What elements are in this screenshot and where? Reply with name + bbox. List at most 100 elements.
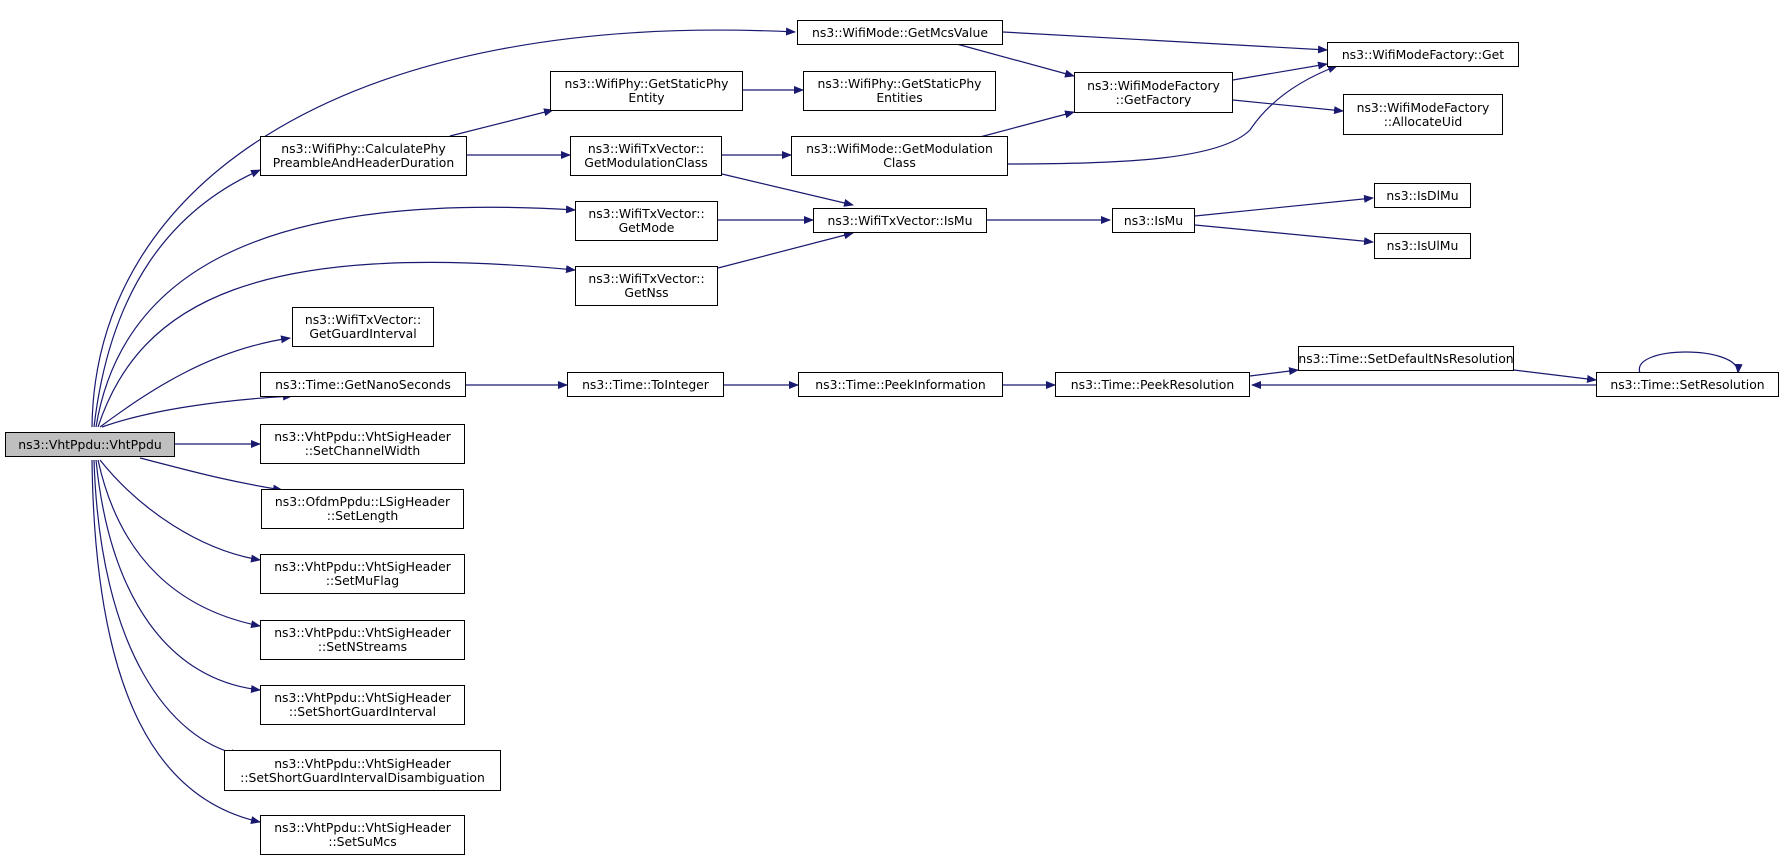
edge-root-getMcsValue xyxy=(91,27,796,428)
edge-modeGetModulationClass-modeFactoryGet xyxy=(1007,65,1338,165)
edge-peekResolution-setDefaultNsResolution xyxy=(1249,367,1299,377)
node-isDlMu[interactable]: ns3::IsDlMu xyxy=(1374,183,1471,208)
node-setShortGuardInterval[interactable]: ns3::VhtPpdu::VhtSigHeader ::SetShortGua… xyxy=(260,685,465,725)
node-lsigSetLength[interactable]: ns3::OfdmPpdu::LSigHeader ::SetLength xyxy=(261,489,464,529)
node-txGetMode[interactable]: ns3::WifiTxVector:: GetMode xyxy=(575,201,718,241)
node-setNStreams[interactable]: ns3::VhtPpdu::VhtSigHeader ::SetNStreams xyxy=(260,620,465,660)
node-modeFactoryGet[interactable]: ns3::WifiModeFactory::Get xyxy=(1327,42,1519,67)
node-txIsMu-line-1: ns3::WifiTxVector::IsMu xyxy=(827,212,973,228)
edge-root-getNanoSeconds xyxy=(101,392,293,428)
edge-calcPreamble-getStaticPhyEntity xyxy=(449,108,554,137)
edge-isMu-isUlMu xyxy=(1194,224,1374,246)
node-txGetMode-line-1: ns3::WifiTxVector:: xyxy=(588,206,705,221)
node-setNStreams-line-2: ::SetNStreams xyxy=(317,639,408,654)
node-txGetNss[interactable]: ns3::WifiTxVector:: GetNss xyxy=(575,266,718,306)
node-txIsMu[interactable]: ns3::WifiTxVector::IsMu xyxy=(813,208,987,233)
edge-isMu-isDlMu xyxy=(1194,194,1374,217)
node-getStaticPhyEntity[interactable]: ns3::WifiPhy::GetStaticPhy Entity xyxy=(550,71,743,111)
edge-root-lsigSetLength xyxy=(139,457,283,493)
node-getMcsValue[interactable]: ns3::WifiMode::GetMcsValue xyxy=(797,20,1003,45)
node-getStaticPhyEntities[interactable]: ns3::WifiPhy::GetStaticPhy Entities xyxy=(803,71,996,111)
node-setChannelWidth-line-1: ns3::VhtPpdu::VhtSigHeader xyxy=(274,429,451,444)
edge-modeGetModulationClass-getFactory xyxy=(979,110,1075,138)
node-root: ns3::VhtPpdu::VhtPpdu xyxy=(5,432,175,457)
node-modeFactoryGet-line-1: ns3::WifiModeFactory::Get xyxy=(1341,46,1505,62)
node-setShortGuardIntervalDisamb-line-1: ns3::VhtPpdu::VhtSigHeader xyxy=(274,755,451,771)
node-allocateUid-line-2: ::AllocateUid xyxy=(1383,113,1463,129)
node-getStaticPhyEntities-line-2: Entities xyxy=(876,90,923,105)
node-peekInformation[interactable]: ns3::Time::PeekInformation xyxy=(798,372,1003,397)
node-setChannelWidth-line-2: ::SetChannelWidth xyxy=(304,443,421,458)
node-isUlMu-line-1: ns3::IsUlMu xyxy=(1386,238,1459,253)
node-getNanoSeconds[interactable]: ns3::Time::GetNanoSeconds xyxy=(260,372,466,397)
node-isMu[interactable]: ns3::IsMu xyxy=(1112,208,1195,233)
node-getFactory-line-2: ::GetFactory xyxy=(1115,91,1192,107)
node-getNanoSeconds-line-1: ns3::Time::GetNanoSeconds xyxy=(275,376,451,392)
node-setDefaultNsResolution[interactable]: ns3::Time::SetDefaultNsResolution xyxy=(1298,346,1514,371)
node-calcPreamble[interactable]: ns3::WifiPhy::CalculatePhy PreambleAndHe… xyxy=(260,136,467,176)
node-txGetGuardInterval-line-1: ns3::WifiTxVector:: xyxy=(304,312,422,327)
node-isUlMu[interactable]: ns3::IsUlMu xyxy=(1374,233,1471,259)
node-setSuMcs[interactable]: ns3::VhtPpdu::VhtSigHeader ::SetSuMcs xyxy=(260,815,465,855)
node-setChannelWidth[interactable]: ns3::VhtPpdu::VhtSigHeader ::SetChannelW… xyxy=(260,424,465,464)
edge-getMcsValue-modeFactoryGet xyxy=(1002,31,1328,54)
edge-root-setSuMcs xyxy=(91,459,261,824)
node-peekInformation-line-1: ns3::Time::PeekInformation xyxy=(815,376,986,392)
node-txGetGuardInterval[interactable]: ns3::WifiTxVector:: GetGuardInterval xyxy=(292,307,434,347)
edge-getFactory-allocateUid xyxy=(1232,99,1344,115)
node-txGetMode-line-2: GetMode xyxy=(618,220,675,235)
node-setSuMcs-line-1: ns3::VhtPpdu::VhtSigHeader xyxy=(274,820,451,835)
node-setResolution[interactable]: ns3::Time::SetResolution xyxy=(1596,372,1779,397)
node-txGetModulationClass-line-1: ns3::WifiTxVector:: xyxy=(587,141,705,156)
node-isDlMu-line-1: ns3::IsDlMu xyxy=(1386,187,1459,203)
node-setShortGuardInterval-line-1: ns3::VhtPpdu::VhtSigHeader xyxy=(274,690,451,705)
node-setDefaultNsResolution-line-1: ns3::Time::SetDefaultNsResolution xyxy=(1298,350,1514,366)
node-toInteger[interactable]: ns3::Time::ToInteger xyxy=(567,372,724,397)
edge-root-txGetNss xyxy=(97,261,576,428)
node-peekResolution[interactable]: ns3::Time::PeekResolution xyxy=(1055,372,1250,397)
edge-root-setMuFlag xyxy=(99,459,261,563)
edge-root-setShortGuardIntervalDisamb xyxy=(93,459,241,758)
node-setMuFlag-line-2: ::SetMuFlag xyxy=(325,573,400,588)
node-setShortGuardInterval-line-2: ::SetShortGuardInterval xyxy=(288,704,437,719)
node-setMuFlag[interactable]: ns3::VhtPpdu::VhtSigHeader ::SetMuFlag xyxy=(260,554,465,594)
edge-getFactory-modeFactoryGet xyxy=(1232,61,1328,81)
node-getFactory-line-1: ns3::WifiModeFactory xyxy=(1087,77,1220,93)
edge-txGetModulationClass-txIsMu xyxy=(721,173,854,207)
node-setNStreams-line-1: ns3::VhtPpdu::VhtSigHeader xyxy=(274,625,451,640)
node-getMcsValue-line-1: ns3::WifiMode::GetMcsValue xyxy=(812,24,988,40)
node-txGetModulationClass-line-2: GetModulationClass xyxy=(584,155,708,170)
edge-root-setNStreams xyxy=(97,459,261,629)
node-calcPreamble-line-1: ns3::WifiPhy::CalculatePhy xyxy=(281,141,446,156)
node-txGetNss-line-1: ns3::WifiTxVector:: xyxy=(588,271,705,286)
node-getStaticPhyEntity-line-2: Entity xyxy=(628,90,665,105)
edge-root-txGetMode xyxy=(95,205,576,428)
edge-setDefaultNsResolution-setResolution xyxy=(1513,369,1597,383)
node-getStaticPhyEntities-line-1: ns3::WifiPhy::GetStaticPhy xyxy=(817,76,982,91)
node-setMuFlag-line-1: ns3::VhtPpdu::VhtSigHeader xyxy=(274,559,451,574)
node-lsigSetLength-line-1: ns3::OfdmPpdu::LSigHeader xyxy=(274,494,451,509)
edge-setResolution-self xyxy=(1639,351,1743,374)
node-setShortGuardIntervalDisamb[interactable]: ns3::VhtPpdu::VhtSigHeader ::SetShortGua… xyxy=(224,750,501,791)
edge-getMcsValue-getFactory xyxy=(952,42,1075,78)
node-setShortGuardIntervalDisamb-line-2: ::SetShortGuardIntervalDisambiguation xyxy=(240,769,485,785)
node-allocateUid-line-1: ns3::WifiModeFactory xyxy=(1356,99,1490,115)
node-root-line-1: ns3::VhtPpdu::VhtPpdu xyxy=(18,436,162,452)
node-toInteger-line-1: ns3::Time::ToInteger xyxy=(582,376,709,392)
node-isMu-line-1: ns3::IsMu xyxy=(1123,212,1184,228)
node-txGetModulationClass[interactable]: ns3::WifiTxVector:: GetModulationClass xyxy=(570,136,722,176)
node-calcPreamble-line-2: PreambleAndHeaderDuration xyxy=(272,155,455,170)
node-lsigSetLength-line-2: ::SetLength xyxy=(326,508,399,523)
node-txGetNss-line-2: GetNss xyxy=(624,285,669,300)
node-getFactory[interactable]: ns3::WifiModeFactory ::GetFactory xyxy=(1074,72,1233,113)
edge-root-txGetGuardInterval xyxy=(99,335,291,428)
node-getStaticPhyEntity-line-1: ns3::WifiPhy::GetStaticPhy xyxy=(564,76,729,91)
edge-root-setShortGuardInterval xyxy=(95,459,261,693)
edge-root-calcPreamble xyxy=(93,169,261,428)
node-modeGetModulationClass[interactable]: ns3::WifiMode::GetModulation Class xyxy=(791,136,1008,176)
node-setResolution-line-1: ns3::Time::SetResolution xyxy=(1610,376,1765,392)
node-setSuMcs-line-2: ::SetSuMcs xyxy=(328,834,397,849)
node-txGetGuardInterval-line-2: GetGuardInterval xyxy=(309,326,417,341)
node-allocateUid[interactable]: ns3::WifiModeFactory ::AllocateUid xyxy=(1343,94,1503,135)
